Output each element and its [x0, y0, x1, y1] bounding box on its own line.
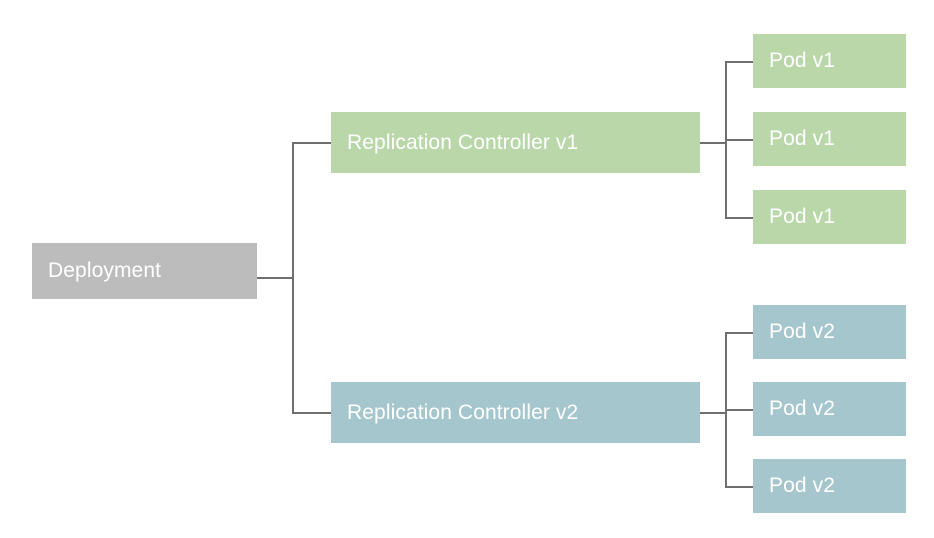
- connector-rc-v2-stub: [700, 412, 727, 414]
- connector-to-pod-v2-1: [725, 332, 754, 334]
- connector-to-pod-v1-1: [725, 61, 754, 63]
- connector-to-pod-v2-3: [725, 486, 754, 488]
- connector-deployment-stub: [257, 277, 294, 279]
- connector-to-rc-v2: [292, 412, 332, 414]
- node-deployment[interactable]: Deployment: [32, 243, 257, 299]
- node-pod-v2-2[interactable]: Pod v2: [753, 382, 906, 436]
- connector-to-rc-v1: [292, 142, 332, 144]
- node-pod-v1-1[interactable]: Pod v1: [753, 34, 906, 88]
- connector-to-pod-v2-2: [725, 409, 754, 411]
- node-pod-v2-1[interactable]: Pod v2: [753, 305, 906, 359]
- node-replication-controller-v2[interactable]: Replication Controller v2: [331, 382, 700, 443]
- node-pod-v1-2[interactable]: Pod v1: [753, 112, 906, 166]
- node-replication-controller-v1[interactable]: Replication Controller v1: [331, 112, 700, 173]
- node-pod-v2-3[interactable]: Pod v2: [753, 459, 906, 513]
- connector-rc-v1-stub: [700, 142, 727, 144]
- connector-to-pod-v1-3: [725, 217, 754, 219]
- connector-to-pod-v1-2: [725, 139, 754, 141]
- connector-deployment-trunk: [292, 142, 294, 413]
- node-pod-v1-3[interactable]: Pod v1: [753, 190, 906, 244]
